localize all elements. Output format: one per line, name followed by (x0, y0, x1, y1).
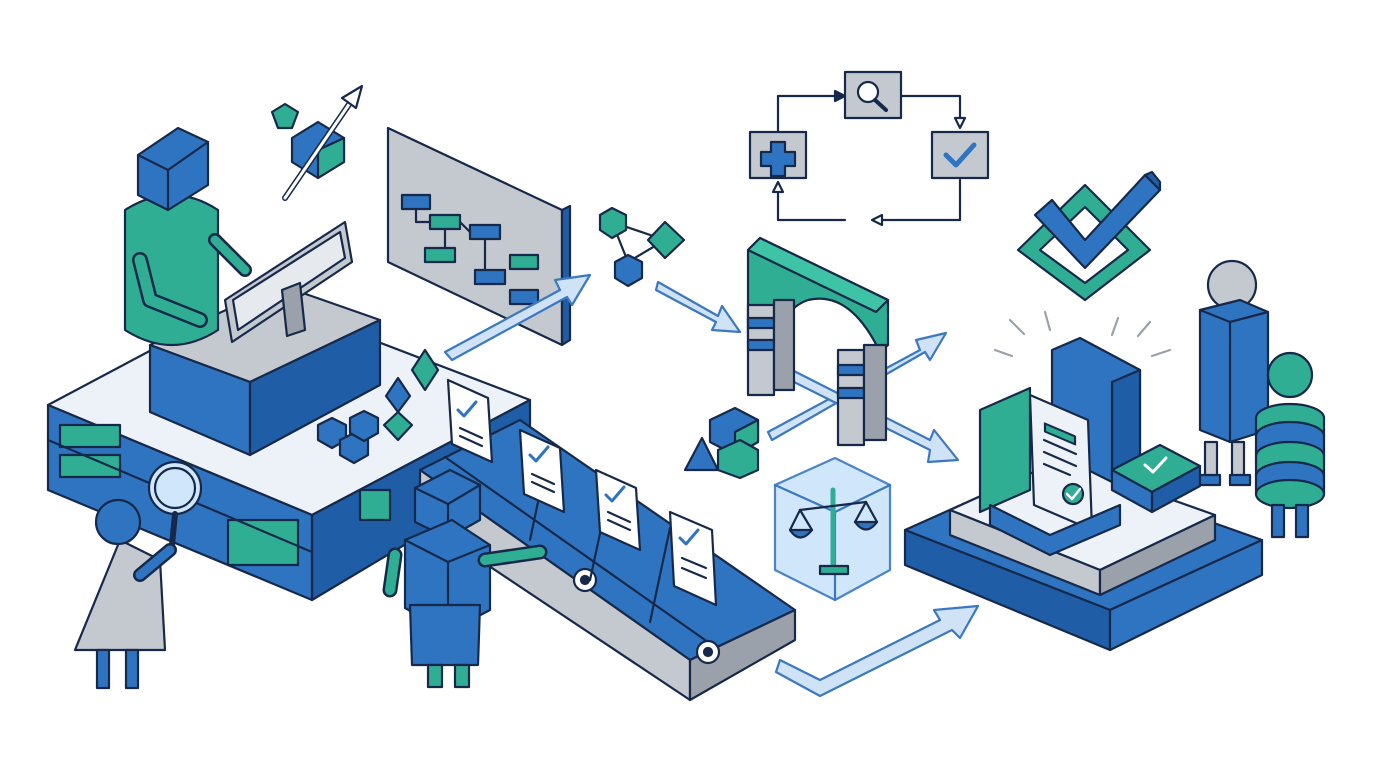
panel-block (58, 453, 122, 479)
panel-block (226, 518, 300, 567)
balance-scales-icon (773, 456, 892, 602)
document-checked (594, 468, 642, 552)
magnifier-icon[interactable] (843, 70, 903, 120)
tall-person (1198, 259, 1270, 487)
person-head-cube (136, 126, 210, 212)
workstation-desk (148, 220, 382, 457)
flow-node (423, 246, 457, 264)
arch-gateway (746, 236, 890, 447)
person-at-desk (123, 126, 252, 346)
process-cycle (748, 70, 990, 227)
gem (382, 410, 414, 442)
flow-node (473, 268, 507, 286)
plus-icon[interactable] (748, 130, 808, 180)
legs (408, 603, 482, 667)
book (978, 386, 1032, 514)
panel-block (358, 488, 392, 522)
flow-node (508, 253, 540, 271)
gem (410, 348, 440, 392)
desk-side (248, 318, 382, 457)
arrow (443, 273, 592, 362)
stacked-person (1254, 351, 1326, 539)
small-blocks (683, 406, 760, 480)
flow-node (400, 193, 432, 211)
books-and-documents (978, 336, 1202, 557)
head (94, 498, 142, 546)
conveyor-documents (446, 378, 718, 607)
person-with-magnifier (73, 460, 203, 690)
flow-node (428, 213, 462, 231)
monitor-stand (280, 281, 307, 338)
person-at-conveyor (382, 468, 548, 689)
node-cluster (598, 206, 686, 288)
document-checked (668, 510, 718, 607)
arrow (654, 280, 742, 334)
gems (316, 348, 440, 465)
glow-rays (993, 310, 1172, 358)
seal (1061, 482, 1085, 506)
floating-cube-arrow (270, 84, 364, 201)
arrow (774, 604, 980, 698)
head (1266, 351, 1314, 399)
document-checked (446, 378, 494, 464)
checkmark-badge-icon (1016, 170, 1162, 302)
document-checked (518, 428, 566, 514)
monitor-screen (231, 230, 347, 332)
flow-node (508, 288, 540, 306)
cube (348, 409, 380, 443)
checkmark-icon[interactable] (930, 130, 990, 180)
flow-node (468, 223, 502, 241)
panel-block (58, 423, 122, 449)
magnifier-lens[interactable] (147, 460, 203, 516)
